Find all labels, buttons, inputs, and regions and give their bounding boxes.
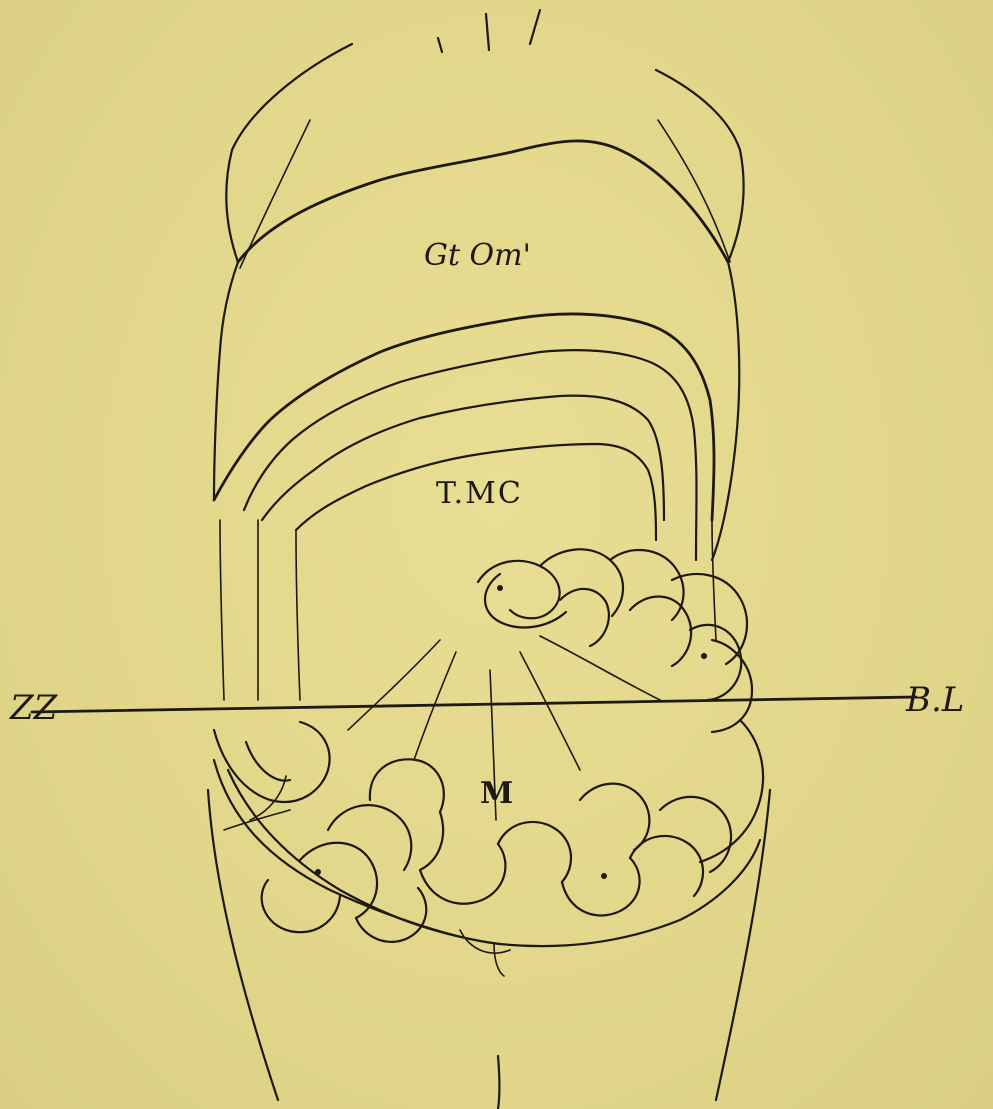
body-outline [208,44,770,1109]
coil-dot [497,585,503,591]
neck-ticks [438,10,540,52]
coil-dot [701,653,707,659]
coil-dot [315,869,321,875]
label-mesentery: M [480,776,513,811]
label-transverse-mesocolon: T.MC [436,476,523,511]
label-greater-omentum: Gt Om' [424,238,531,273]
pelvic-outline [214,760,504,976]
ileum-coils [214,720,763,953]
coil-dot [601,873,607,879]
label-line-left-end: ZZ [10,688,57,728]
label-line-right-end: B.L [906,680,964,720]
horizontal-line [32,697,916,712]
